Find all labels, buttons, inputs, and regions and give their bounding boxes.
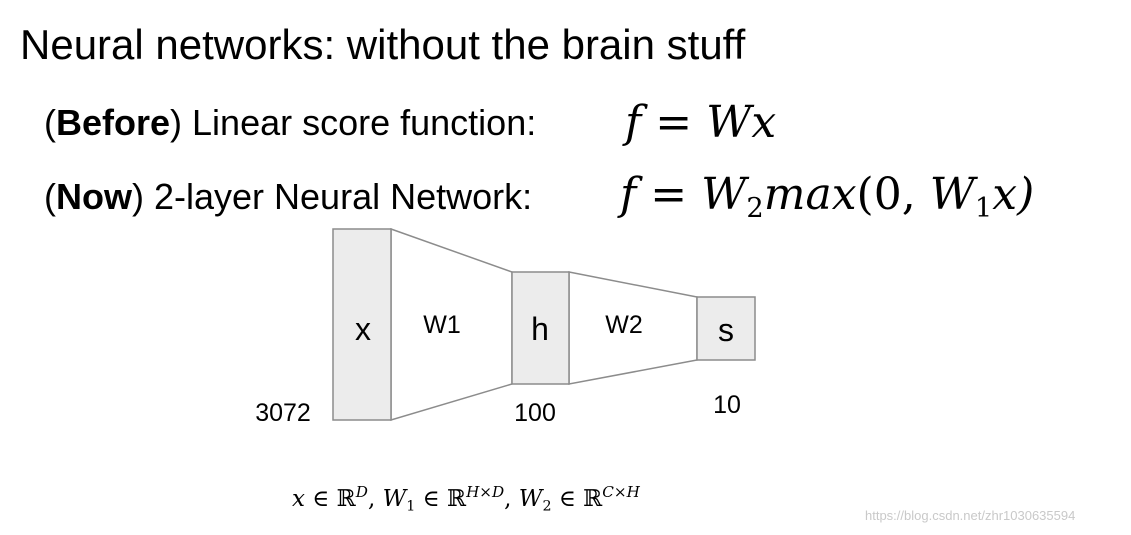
layer-h-label: h	[531, 311, 549, 347]
layer-h-size: 100	[514, 399, 556, 427]
weight-w1-label: W1	[423, 311, 461, 339]
weight-w2-label: W2	[605, 311, 643, 339]
layer-s-box	[696, 296, 756, 361]
now-tag: Now	[56, 176, 132, 217]
linear-score-formula: f = Wx	[625, 97, 777, 148]
slide-title: Neural networks: without the brain stuff	[20, 21, 746, 68]
layer-s-label: s	[718, 312, 734, 348]
two-layer-formula: f = W2max(0, W1x)	[620, 169, 1035, 225]
layer-s-size: 10	[713, 391, 741, 419]
layer-x-box	[332, 228, 392, 421]
now-line: (Now) 2-layer Neural Network:	[44, 176, 533, 217]
layer-x-label: x	[355, 311, 371, 347]
network-shapes	[332, 227, 756, 422]
layer-x-size: 3072	[255, 399, 311, 427]
before-label: Linear score function:	[192, 102, 537, 143]
before-tag: Before	[56, 102, 171, 143]
before-line: (Before) Linear score function:	[44, 102, 537, 143]
layer-h-box	[511, 271, 570, 385]
now-label: 2-layer Neural Network:	[154, 176, 533, 217]
dimension-formula: x ∈ ℝD, W1 ∈ ℝH×D, W2 ∈ ℝC×H	[292, 482, 640, 515]
watermark: https://blog.csdn.net/zhr1030635594	[865, 508, 1076, 523]
